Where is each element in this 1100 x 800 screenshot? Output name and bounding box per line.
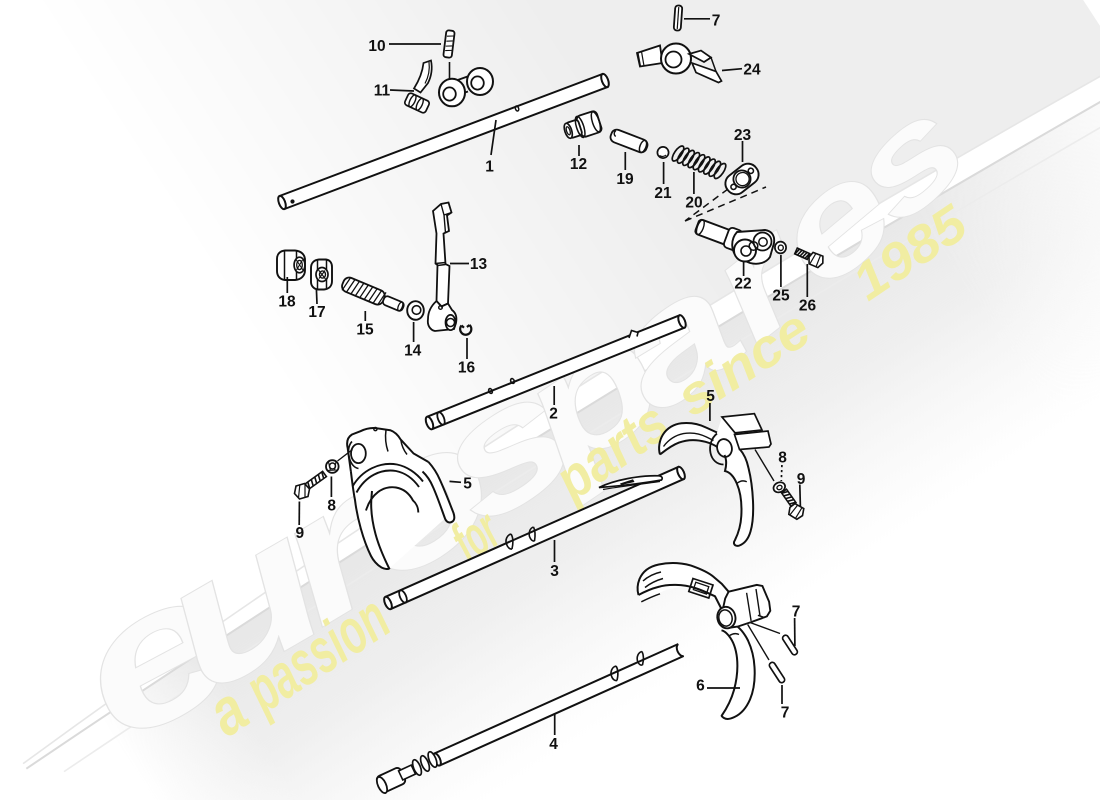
svg-text:11: 11 [374,83,391,100]
svg-text:21: 21 [654,185,672,202]
svg-text:23: 23 [734,127,752,144]
svg-text:17: 17 [308,304,325,321]
svg-text:25: 25 [772,288,790,305]
svg-text:5: 5 [463,476,472,493]
svg-text:7: 7 [792,604,801,621]
svg-text:9: 9 [797,471,806,488]
svg-text:24: 24 [743,62,761,79]
svg-text:7: 7 [712,13,721,30]
svg-text:13: 13 [470,256,488,273]
svg-text:4: 4 [549,736,558,753]
svg-text:8: 8 [327,498,336,515]
svg-text:15: 15 [356,322,374,339]
svg-text:2: 2 [549,406,558,423]
svg-text:16: 16 [458,360,476,377]
svg-text:12: 12 [570,156,587,173]
svg-text:10: 10 [368,38,385,55]
svg-text:22: 22 [734,276,751,293]
svg-text:20: 20 [685,195,702,212]
svg-text:19: 19 [616,171,634,188]
svg-text:3: 3 [550,563,559,580]
svg-text:1: 1 [485,159,494,176]
svg-text:14: 14 [404,343,422,360]
svg-text:18: 18 [278,294,296,311]
svg-text:5: 5 [706,388,715,405]
svg-text:6: 6 [696,678,705,695]
svg-text:8: 8 [778,450,787,467]
svg-text:7: 7 [781,705,790,722]
svg-text:9: 9 [295,525,304,542]
svg-text:26: 26 [799,298,817,315]
